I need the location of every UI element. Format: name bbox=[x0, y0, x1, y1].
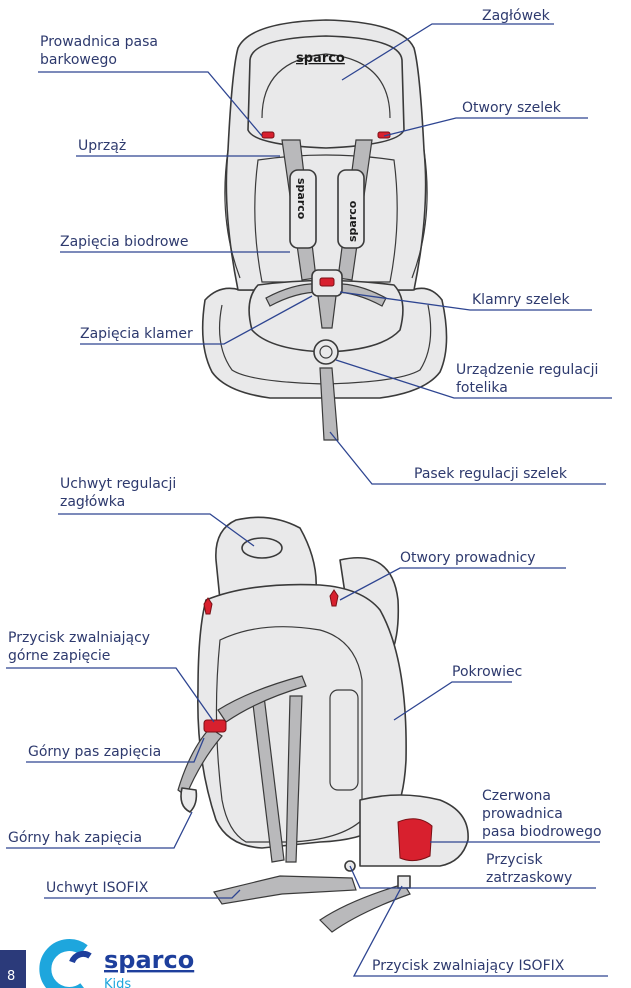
label-przycisk-zwalniajacy-gorne: Przycisk zwalniający bbox=[8, 630, 150, 646]
label-urzadzenie-regulacji-2: fotelika bbox=[456, 380, 508, 396]
label-urzadzenie-regulacji: Urządzenie regulacji bbox=[456, 362, 598, 378]
label-prowadnica-pasa-barkowego-2: barkowego bbox=[40, 52, 117, 68]
page-footer: 8 sparco Kids bbox=[0, 945, 194, 988]
label-gorny-pas-zapiecia: Górny pas zapięcia bbox=[28, 744, 161, 760]
label-czerwona-prowadnica-2: prowadnica bbox=[482, 806, 563, 822]
label-zapiecia-biodrowe: Zapięcia biodrowe bbox=[60, 234, 188, 250]
footer-logo: sparco bbox=[104, 946, 194, 974]
label-zapiecia-klamer: Zapięcia klamer bbox=[80, 326, 193, 342]
footer-logo-sub: Kids bbox=[104, 977, 131, 988]
label-otwory-szelek: Otwory szelek bbox=[462, 100, 562, 116]
page-number: 8 bbox=[7, 969, 15, 984]
label-czerwona-prowadnica-3: pasa biodrowego bbox=[482, 824, 602, 840]
label-klamry-szelek: Klamry szelek bbox=[472, 292, 571, 308]
label-pokrowiec: Pokrowiec bbox=[452, 664, 522, 680]
label-uchwyt-regulacji-zaglowka-2: zagłówka bbox=[60, 494, 125, 510]
label-uchwyt-regulacji-zaglowka: Uchwyt regulacji bbox=[60, 476, 176, 492]
label-pasek-regulacji-szelek: Pasek regulacji szelek bbox=[414, 466, 568, 482]
label-otwory-prowadnicy: Otwory prowadnicy bbox=[400, 550, 536, 566]
label-przycisk-zwalniajacy-isofix: Przycisk zwalniający ISOFIX bbox=[372, 958, 565, 974]
front-seat-illustration bbox=[203, 20, 447, 440]
label-gorny-hak-zapiecia: Górny hak zapięcia bbox=[8, 830, 142, 846]
seat-logo: sparco bbox=[296, 51, 345, 66]
label-uchwyt-isofix: Uchwyt ISOFIX bbox=[46, 880, 149, 896]
label-prowadnica-pasa-barkowego: Prowadnica pasa bbox=[40, 34, 158, 50]
label-zaglowek: Zagłówek bbox=[482, 8, 551, 24]
side-seat-illustration bbox=[178, 517, 468, 932]
strap-logo-left: sparco bbox=[295, 178, 308, 220]
label-uprzaz: Uprząż bbox=[78, 138, 126, 154]
strap-logo-right: sparco bbox=[346, 200, 359, 242]
label-czerwona-prowadnica: Czerwona bbox=[482, 788, 551, 804]
label-przycisk-zatrzaskowy-2: zatrzaskowy bbox=[486, 870, 572, 886]
label-przycisk-zatrzaskowy: Przycisk bbox=[486, 852, 543, 868]
sparco-kids-logo-icon bbox=[45, 945, 90, 988]
label-przycisk-zwalniajacy-gorne-2: górne zapięcie bbox=[8, 648, 110, 664]
